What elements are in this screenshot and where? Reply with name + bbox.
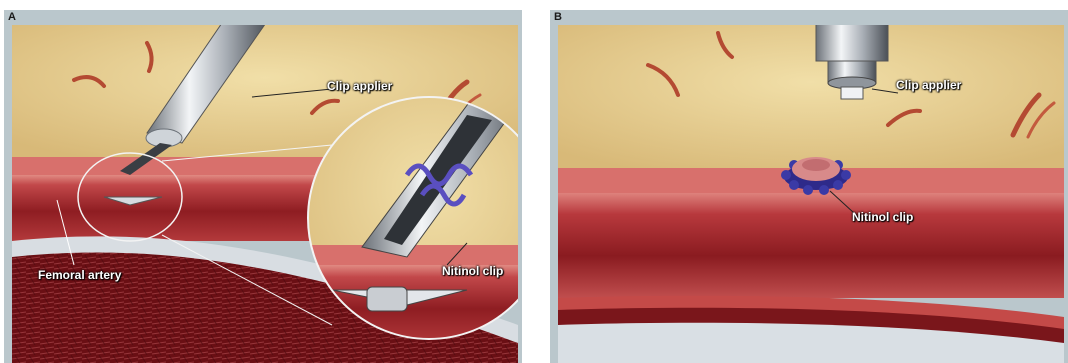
panel-letter: A: [8, 11, 16, 23]
clip-applier-label: Clip applier: [896, 78, 961, 92]
nitinol-clip-label: Nitinol clip: [852, 210, 913, 224]
subcutaneous-tissue: [558, 25, 1064, 168]
illustration-a: [12, 25, 518, 363]
panel-b: B: [550, 10, 1068, 363]
clip-applier-label: Clip applier: [327, 79, 392, 93]
femoral-artery-label: Femoral artery: [38, 268, 121, 282]
illustration-b: [558, 25, 1064, 363]
panel-a: A: [4, 10, 522, 363]
nitinol-clip-label: Nitinol clip: [442, 264, 503, 278]
femoral-artery-lumen: [558, 193, 1064, 298]
nitinol-clip-deployed: [781, 157, 851, 195]
panel-letter: B: [554, 11, 562, 23]
